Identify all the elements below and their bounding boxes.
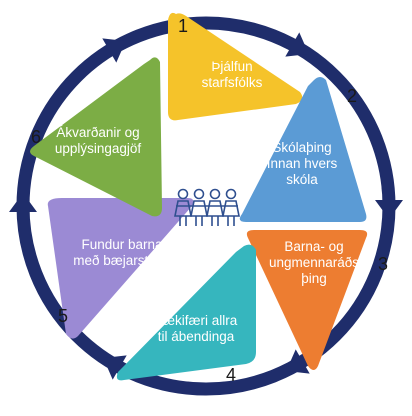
step-1-label-line: Þjálfun (211, 59, 252, 74)
ring-arrowhead-1 (285, 32, 309, 57)
ring-arrowhead-5 (9, 193, 37, 212)
step-6-label-line: Ákvarðanir og (56, 125, 139, 140)
step-3-triangle (246, 230, 368, 370)
step-3-label-line: Barna- og (284, 239, 343, 254)
ring-arrowhead-2 (375, 200, 403, 219)
step-4-label-line: til ábendinga (158, 329, 235, 344)
step-4-number: 4 (226, 365, 236, 385)
step-2-number: 2 (347, 86, 357, 106)
ring-arrowhead-3 (286, 349, 310, 374)
step-2-triangle (239, 77, 367, 222)
step-5-number: 5 (58, 306, 68, 326)
ring-arrowhead-6 (102, 38, 126, 63)
step-2-label-line: skóla (286, 172, 318, 187)
step-6-number: 6 (31, 127, 41, 147)
step-5-label-line: með bæjarstjórn (73, 253, 171, 268)
step-6-label-line: upplýsingagjöf (55, 141, 142, 156)
step-2-label-line: Innan hvers (267, 156, 338, 171)
group-of-people-icon (174, 188, 240, 226)
step-1-triangle (168, 12, 303, 121)
step-6-triangle (30, 57, 162, 217)
step-4-label-line: Tækifæri allra (155, 313, 238, 328)
step-3-number: 3 (378, 254, 388, 274)
step-3-label-line: þing (301, 271, 327, 286)
ring-arrowhead-4 (103, 355, 127, 380)
step-5-label-line: Fundur barna (81, 237, 163, 252)
step-5-triangle (47, 198, 194, 339)
step-2-label-line: Skólaþing (272, 140, 331, 155)
step-4-triangle (116, 244, 256, 381)
step-1-number: 1 (178, 16, 188, 36)
step-1-label-line: starfsfólks (202, 75, 263, 90)
step-3-label-line: ungmennaráðs (269, 255, 359, 270)
